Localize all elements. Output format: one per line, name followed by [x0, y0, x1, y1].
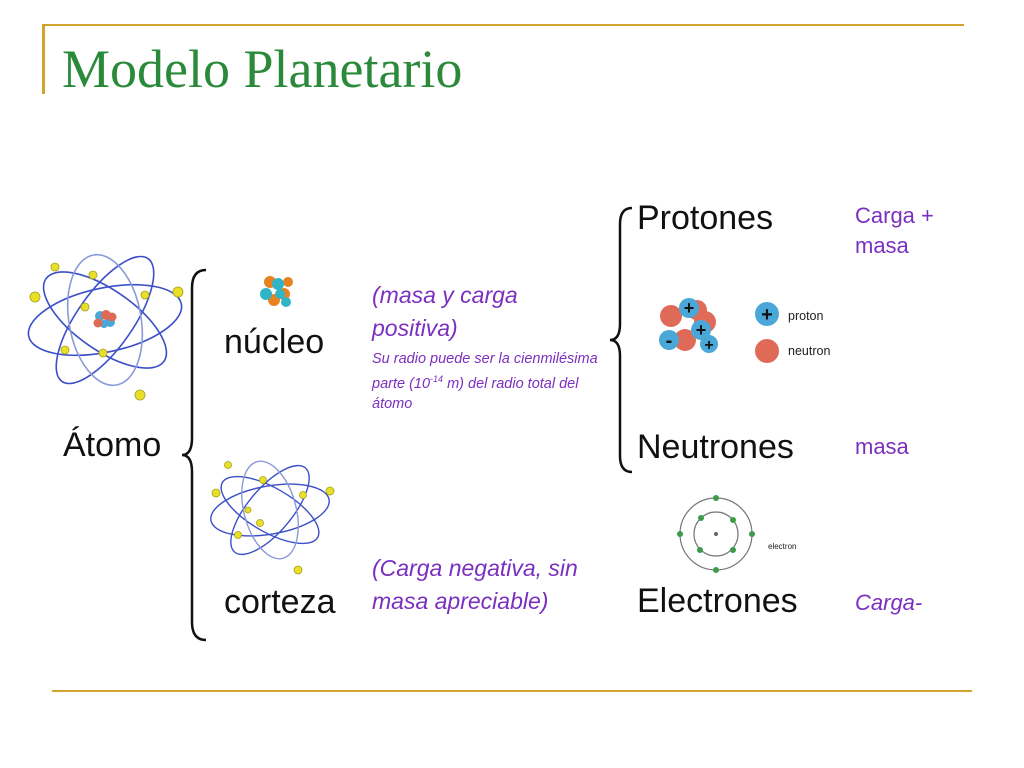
- radius-note-text-pre: Su radio puede ser la cienmilésima parte…: [372, 351, 598, 392]
- neutron-legend-icon: [755, 339, 779, 363]
- radius-note-text-post: m) del radio total del átomo: [372, 375, 579, 412]
- nucleus-radius-note: Su radio puede ser la cienmilésima parte…: [372, 349, 617, 414]
- atom-label: Átomo: [63, 426, 162, 464]
- electron-orbit-icon: [677, 495, 755, 573]
- page-title: Modelo Planetario: [62, 39, 463, 99]
- protons-label: Protones: [637, 199, 774, 237]
- electrons-label: Electrones: [637, 582, 798, 620]
- cortex-label: corteza: [224, 583, 336, 621]
- neutrons-property: masa: [855, 434, 909, 459]
- proton-legend-plus: +: [761, 304, 773, 326]
- neutrons-label: Neutrones: [637, 428, 794, 466]
- cluster-minus: -: [666, 330, 673, 352]
- proton-legend-label: proton: [788, 309, 824, 323]
- radius-exponent: -14: [430, 374, 444, 384]
- neutron-legend-label: neutron: [788, 344, 831, 358]
- protons-property: Carga + masa: [855, 203, 934, 258]
- cluster-plus-2: +: [696, 320, 707, 340]
- electrons-property: Carga-: [855, 590, 923, 615]
- bottom-horizontal-rule: [52, 690, 972, 692]
- proton-legend-icon: +: [755, 302, 779, 326]
- atom-illustration: [27, 253, 184, 401]
- nucleus-icon: [260, 276, 293, 307]
- top-horizontal-rule: [42, 24, 964, 26]
- top-left-vertical-rule: [42, 24, 45, 94]
- cortex-note: (Carga negativa, sin masa apreciable): [372, 555, 578, 614]
- cluster-plus-1: +: [684, 298, 695, 318]
- nucleus-label: núcleo: [224, 323, 325, 361]
- atom-brace: [181, 268, 207, 642]
- cortex-illustration: [210, 460, 335, 575]
- nucleon-cluster-icon: + + + -: [659, 298, 718, 354]
- nucleus-note: (masa y carga positiva): [372, 282, 518, 341]
- nucleus-brace: [609, 206, 633, 474]
- cluster-plus-3: +: [704, 337, 713, 354]
- electron-orbit-label: electron: [768, 542, 797, 551]
